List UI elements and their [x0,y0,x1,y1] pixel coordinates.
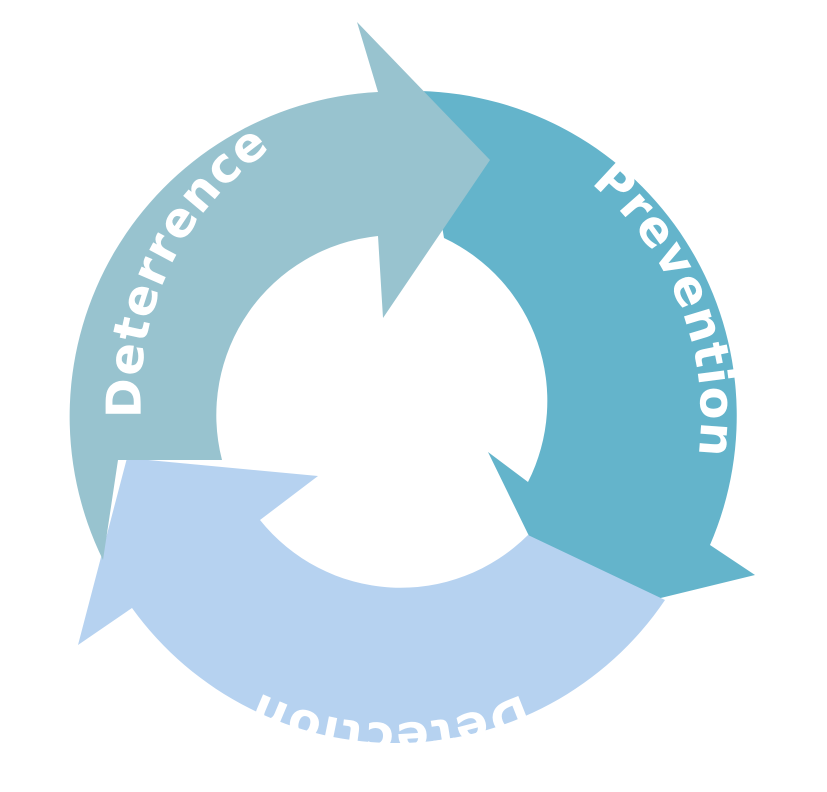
deterrence-arrow [69,22,490,560]
prevention-arrow [420,91,755,620]
detection-arrow [78,458,665,744]
